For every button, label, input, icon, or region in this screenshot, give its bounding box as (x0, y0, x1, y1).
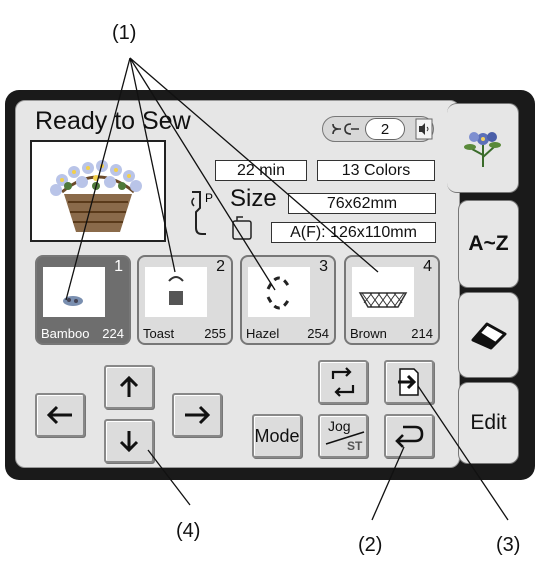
design-preview (30, 140, 166, 242)
color-name: Hazel (246, 326, 280, 341)
color-number: 1 (114, 258, 123, 275)
tab-design[interactable] (447, 103, 519, 193)
speaker-icon[interactable] (415, 118, 433, 140)
tab-eraser[interactable] (458, 292, 519, 378)
design-size: 76x62mm (288, 193, 436, 214)
color-code: 224 (102, 326, 124, 341)
arrow-down-button[interactable] (104, 419, 154, 463)
size-label: Size (230, 185, 277, 212)
callout-2: (2) (358, 534, 383, 556)
color-count: 13 Colors (317, 160, 435, 181)
color-thumbnail (248, 267, 310, 317)
callout-1: (1) (112, 22, 137, 44)
color-thumbnail (145, 267, 207, 317)
color-number: 4 (423, 258, 432, 275)
hoop-size: A(F): 126x110mm (271, 222, 436, 243)
flower-design-icon (463, 132, 501, 167)
callout-4: (4) (176, 520, 201, 542)
tab-edit[interactable]: Edit (458, 382, 519, 464)
color-number: 3 (319, 258, 328, 275)
jog-label: Jog (328, 418, 351, 434)
rotate-icon (331, 367, 355, 397)
thread-count: 2 (365, 118, 405, 140)
return-icon (395, 425, 424, 448)
rotate-button[interactable] (318, 360, 368, 404)
eraser-icon (471, 322, 506, 350)
color-name: Toast (143, 326, 175, 341)
color-button-1[interactable]: 1 Bamboo 224 (35, 255, 131, 345)
arrow-right-icon (185, 405, 211, 425)
tab-a-to-z[interactable]: A~Z (458, 200, 519, 288)
color-thumbnail (43, 267, 105, 317)
arrow-left-button[interactable] (35, 393, 85, 437)
color-code: 255 (204, 326, 226, 341)
color-code: 214 (411, 326, 433, 341)
color-number: 2 (216, 258, 225, 275)
thread-trim-icon (332, 123, 359, 135)
color-thumbnail (352, 267, 414, 317)
color-name: Brown (350, 326, 387, 341)
arrow-right-button[interactable] (172, 393, 222, 437)
color-button-3[interactable]: 3 Hazel 254 (240, 255, 336, 345)
color-button-4[interactable]: 4 Brown 214 (344, 255, 440, 345)
arrow-down-icon (119, 431, 139, 453)
presser-foot-icon: P (191, 191, 213, 235)
jog-divider (325, 431, 365, 445)
st-label: ST (347, 439, 363, 453)
return-button[interactable] (384, 414, 434, 458)
mode-button[interactable]: Mode (252, 414, 302, 458)
arrow-up-icon (119, 375, 139, 397)
hoop-icon (232, 216, 252, 240)
next-page-icon (398, 368, 419, 396)
arrow-left-icon (46, 405, 72, 425)
jog-st-button[interactable]: Jog ST (318, 414, 368, 458)
callout-3: (3) (496, 534, 521, 556)
color-name: Bamboo (41, 326, 90, 341)
presser-foot-letter: P (205, 191, 213, 205)
color-button-2[interactable]: 2 Toast 255 (137, 255, 233, 345)
color-code: 254 (307, 326, 329, 341)
basket-design-image (50, 160, 142, 232)
arrow-up-button[interactable] (104, 365, 154, 409)
